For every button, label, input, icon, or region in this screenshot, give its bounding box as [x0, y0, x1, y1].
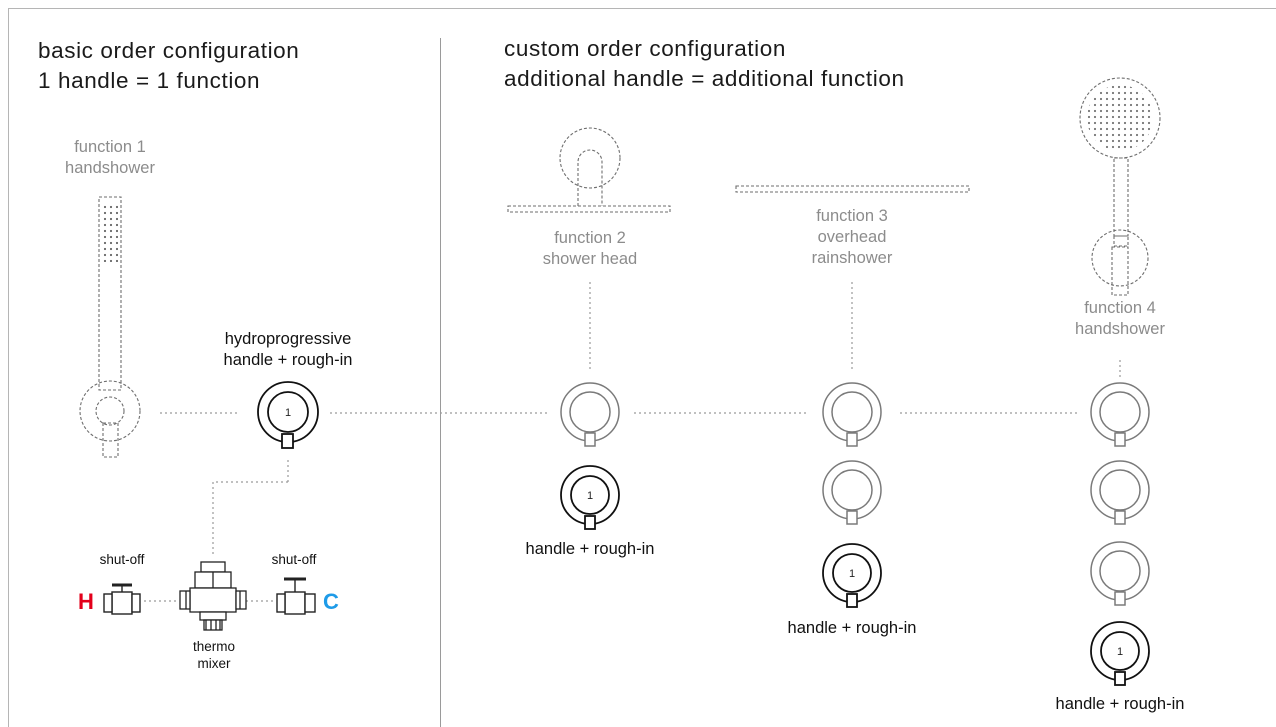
function1-line1: function 1	[74, 138, 146, 156]
left-title-line2: 1 handle = 1 function	[38, 68, 261, 93]
handshower-1-icon	[79, 196, 141, 458]
handle-label-f3: handle + rough-in	[787, 619, 917, 637]
function3-line1: function 3	[816, 207, 888, 225]
main-handle-line2: handle + rough-in	[223, 351, 353, 369]
handshower-4-icon	[1079, 77, 1161, 296]
panel-divider	[440, 38, 441, 727]
function4-line1: function 4	[1084, 299, 1156, 317]
handle-icon-f2-solid	[560, 465, 620, 530]
main-handle-number: 1	[285, 407, 291, 419]
shutoff-left-icon	[103, 583, 141, 615]
handle-outlines	[560, 382, 1150, 606]
right-title-line1: custom order configuration	[504, 36, 786, 61]
handle-icon-f2-outline	[560, 382, 620, 447]
handle-label-f2: handle + rough-in	[525, 540, 655, 558]
right-title-line2: additional handle = additional function	[504, 66, 905, 91]
handle-label-f4: handle + rough-in	[1055, 695, 1185, 713]
handle-icon-f4-outline-c	[1090, 541, 1150, 606]
function3-line3: rainshower	[811, 249, 893, 267]
function2-line1: function 2	[554, 229, 626, 247]
main-handle-icon	[257, 381, 319, 449]
function2-line2: shower head	[542, 250, 638, 268]
function3-label: function 3 overhead rainshower	[772, 206, 932, 269]
function4-line2: handshower	[1075, 320, 1165, 338]
shutoff-left-label: shut-off	[99, 552, 145, 567]
handle-number-f4: 1	[1117, 646, 1123, 658]
thermo-line1: thermo	[192, 639, 236, 654]
function1-line2: handshower	[65, 159, 155, 177]
handle-icon-f4-outline-b	[1090, 460, 1150, 525]
handshower-4-spray-icon	[1087, 85, 1153, 151]
function3-line2: overhead	[817, 228, 887, 246]
handle-number-f2: 1	[587, 490, 593, 502]
shutoff-right-label: shut-off	[271, 552, 317, 567]
thermo-mixer-label: thermo mixer	[174, 638, 254, 672]
handle-icon-f4-solid	[1090, 621, 1150, 686]
handshower-1-spray-icon	[102, 204, 118, 262]
handle-icon-f3-outline-b	[822, 460, 882, 525]
cold-letter: C	[323, 589, 339, 614]
diagram-frame	[8, 8, 1276, 727]
shower-head-icon	[507, 127, 671, 213]
hot-letter: H	[78, 589, 94, 614]
function2-label: function 2 shower head	[510, 228, 670, 270]
overhead-rainshower-icon	[735, 185, 970, 193]
connector-lines	[144, 282, 1121, 602]
handle-icon-f3-outline-a	[822, 382, 882, 447]
handle-number-f3: 1	[849, 568, 855, 580]
function1-label: function 1 handshower	[40, 137, 180, 179]
thermo-mixer-icon	[179, 561, 247, 631]
shutoff-right-icon	[276, 577, 316, 615]
main-handle-line1: hydroprogressive	[224, 330, 352, 348]
main-handle-label: hydroprogressive handle + rough-in	[198, 329, 378, 371]
function4-label: function 4 handshower	[1040, 298, 1200, 340]
thermo-line2: mixer	[197, 656, 231, 671]
left-title-line1: basic order configuration	[38, 38, 300, 63]
handle-icon-f4-outline-a	[1090, 382, 1150, 447]
handle-icon-f3-solid	[822, 543, 882, 608]
